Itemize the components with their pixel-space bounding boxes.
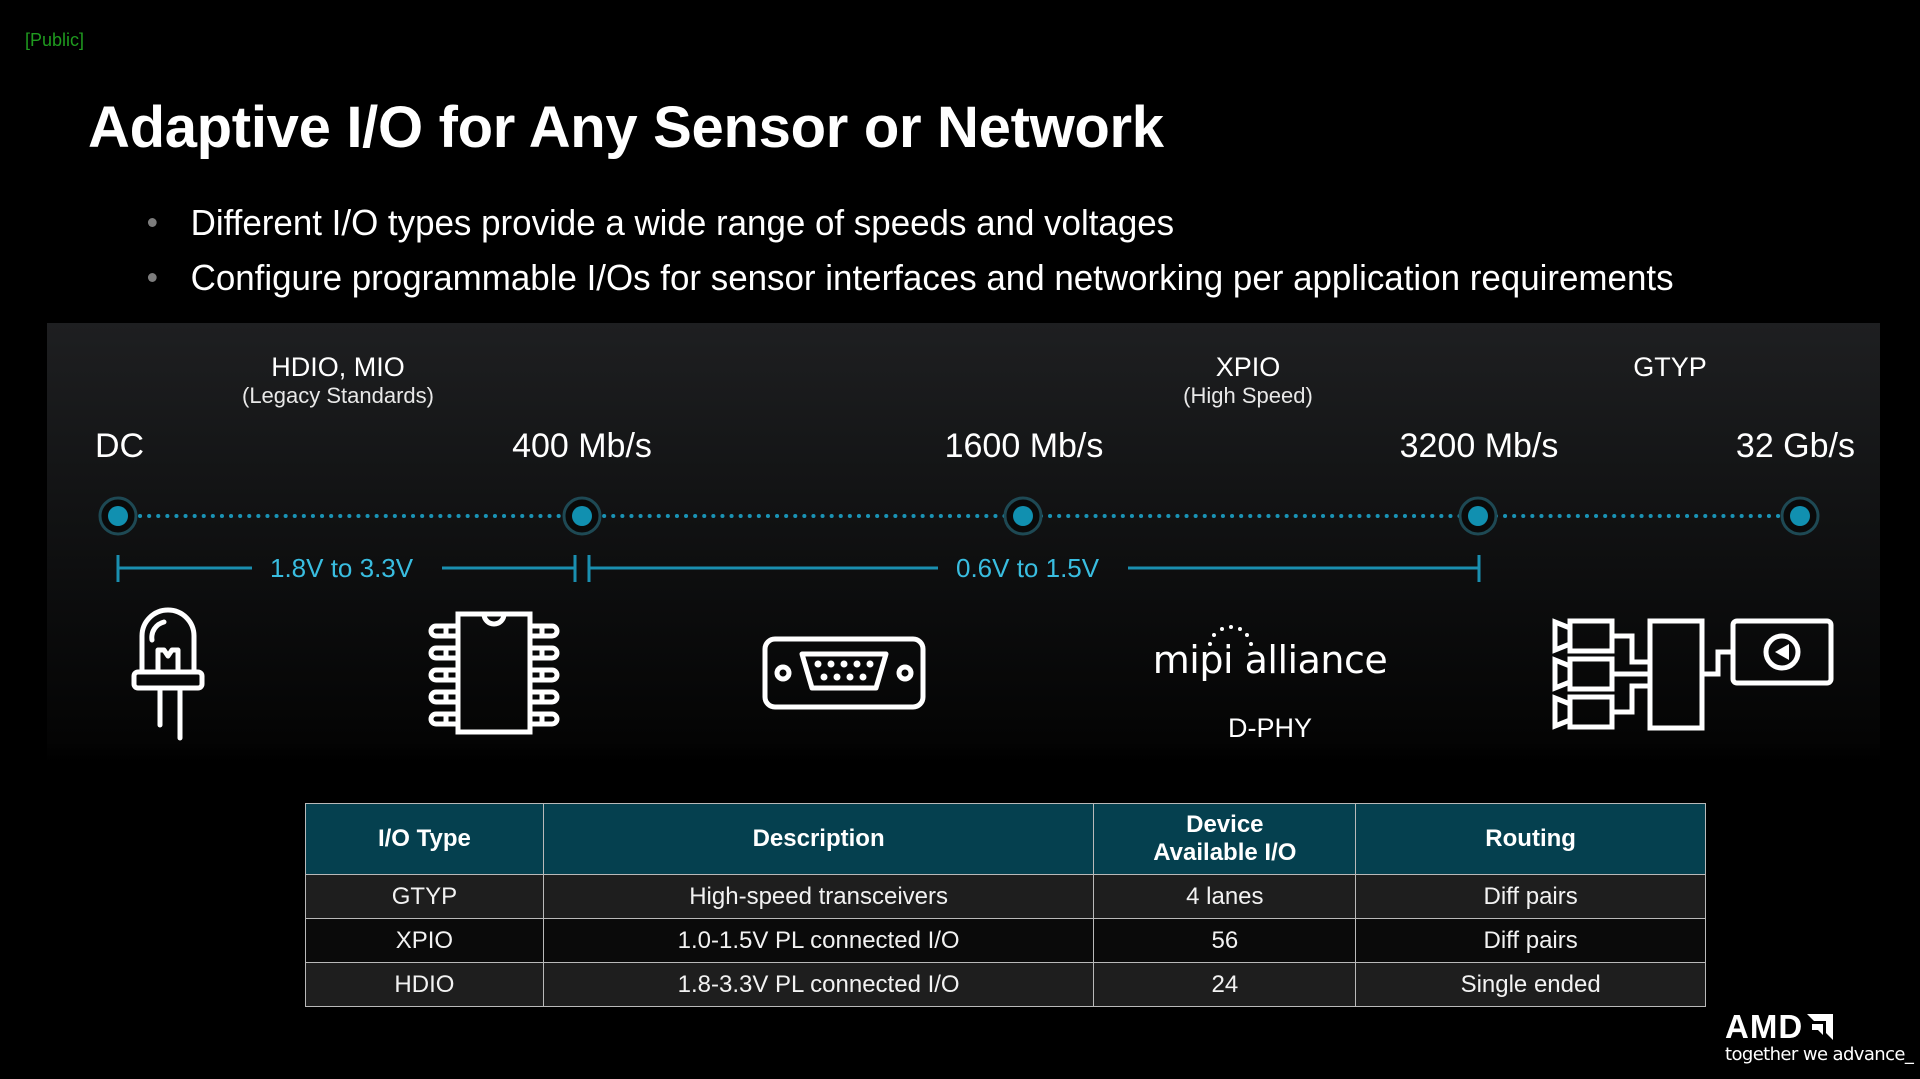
speed-label-32g: 32 Gb/s bbox=[1735, 427, 1855, 465]
timeline-node-dc-icon bbox=[98, 496, 138, 536]
header-description: Description bbox=[542, 803, 1095, 875]
table-row: XPIO 1.0-1.5V PL connected I/O 56 Diff p… bbox=[305, 918, 1706, 963]
amd-logo: AMD bbox=[1725, 1010, 1913, 1044]
voltage-bracket-2 bbox=[587, 555, 1481, 582]
speed-timeline bbox=[98, 496, 1820, 582]
timeline-node-400-icon bbox=[562, 496, 602, 536]
ic-chip-icon bbox=[428, 611, 560, 735]
mipi-alliance-logo: mipi alliance bbox=[1150, 624, 1390, 682]
table-row: HDIO 1.8-3.3V PL connected I/O 24 Single… bbox=[305, 962, 1706, 1007]
speed-label-1600: 1600 Mb/s bbox=[944, 427, 1104, 465]
multi-camera-network-icon bbox=[1552, 618, 1834, 731]
mipi-arc-dots-icon bbox=[1208, 625, 1253, 646]
classification-label: [Public] bbox=[25, 30, 85, 50]
category-xpio: XPIO (High Speed) bbox=[1183, 352, 1313, 408]
category-hdio-mio: HDIO, MIO (Legacy Standards) bbox=[242, 352, 434, 408]
speed-label-400: 400 Mb/s bbox=[512, 427, 652, 465]
voltage-range-label-1: 1.8V to 3.3V bbox=[270, 553, 414, 583]
speed-label-3200: 3200 Mb/s bbox=[1399, 427, 1559, 465]
db9-serial-connector-icon bbox=[762, 636, 926, 710]
category-gtyp: GTYP bbox=[1633, 352, 1707, 382]
timeline-node-1600-icon bbox=[1003, 496, 1043, 536]
amd-tagline: together we advance_ bbox=[1725, 1044, 1914, 1065]
bullet-dot-icon bbox=[147, 273, 157, 282]
bullet-dot-icon bbox=[147, 218, 157, 227]
amd-arrow-icon bbox=[1807, 1014, 1834, 1040]
voltage-range-label-2: 0.6V to 1.5V bbox=[956, 553, 1100, 583]
header-routing: Routing bbox=[1355, 803, 1706, 875]
speed-label-dc: DC bbox=[95, 427, 145, 465]
table-row: GTYP High-speed transceivers 4 lanes Dif… bbox=[305, 874, 1706, 919]
timeline-node-3200-icon bbox=[1458, 496, 1498, 536]
timeline-node-32g-icon bbox=[1780, 496, 1820, 536]
slide-title: Adaptive I/O for Any Sensor or Network bbox=[88, 95, 1164, 160]
amd-branding: AMD together we advance_ bbox=[1725, 1010, 1914, 1066]
bullet-item: Configure programmable I/Os for sensor i… bbox=[146, 253, 1674, 308]
voltage-bracket-1 bbox=[116, 555, 577, 582]
bullet-item: Different I/O types provide a wide range… bbox=[146, 198, 1674, 253]
led-icon bbox=[131, 607, 205, 741]
dphy-caption: D-PHY bbox=[1227, 713, 1312, 743]
bullet-list: Different I/O types provide a wide range… bbox=[146, 198, 1721, 308]
header-io-type: I/O Type bbox=[305, 803, 544, 875]
